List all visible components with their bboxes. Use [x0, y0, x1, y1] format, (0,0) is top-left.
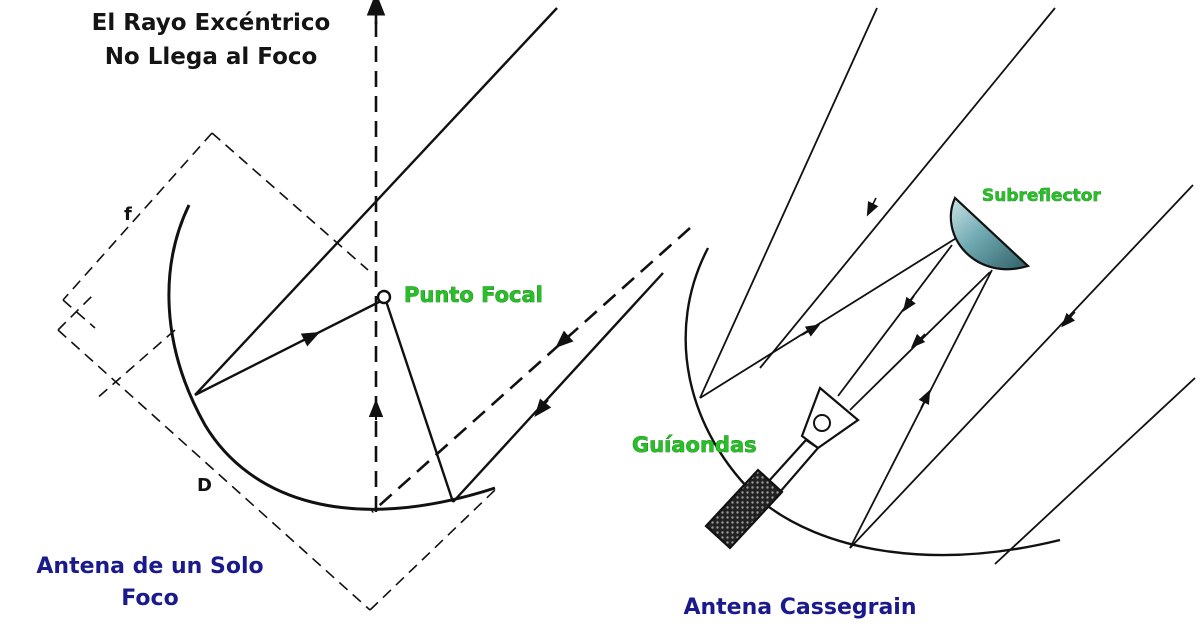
waveguide-tube	[766, 438, 820, 494]
cassegrain-ray-3	[849, 184, 1194, 549]
ray-excentric	[371, 227, 691, 513]
subreflector-label: Subreflector	[982, 186, 1101, 206]
single-focus-antenna	[57, 0, 691, 611]
feed-aperture	[813, 414, 831, 432]
feed-horn	[800, 386, 860, 450]
focal-point	[376, 289, 392, 305]
ray-incoming-bottom	[452, 272, 664, 503]
cassegrain-title: Antena Cassegrain	[683, 595, 916, 620]
dim-box-d	[57, 292, 496, 611]
parabolic-dish	[167, 204, 496, 511]
d-dimension-label: D	[197, 475, 212, 496]
sub-to-feed-1	[837, 244, 953, 397]
cassegrain-antenna	[684, 7, 1196, 565]
waveguide-grip	[704, 468, 784, 550]
axis-dashed	[94, 329, 176, 401]
reflect-to-sub-1	[699, 236, 959, 399]
single-focus-title-line1: Antena de un Solo	[36, 554, 263, 579]
focal-point-label: Punto Focal	[404, 283, 543, 307]
waveguide-label: Guíaondas	[632, 433, 757, 457]
dim-box-f	[62, 132, 369, 329]
cassegrain-ray-4	[994, 377, 1196, 565]
single-focus-title-line2: Foco	[121, 586, 178, 611]
f-dimension-label: f	[124, 204, 132, 225]
reflect-to-sub-2	[849, 269, 993, 549]
sub-to-feed-2	[849, 271, 991, 411]
reflection-to-focus-2	[384, 300, 455, 503]
subreflector	[949, 196, 1031, 271]
excentric-label-line2: No Llega al Foco	[105, 44, 318, 70]
excentric-label-line1: El Rayo Excéntrico	[92, 10, 331, 36]
reflection-to-focus-1	[194, 298, 384, 397]
cassegrain-ray-1	[699, 7, 878, 399]
cassegrain-ray-2	[759, 7, 1056, 369]
